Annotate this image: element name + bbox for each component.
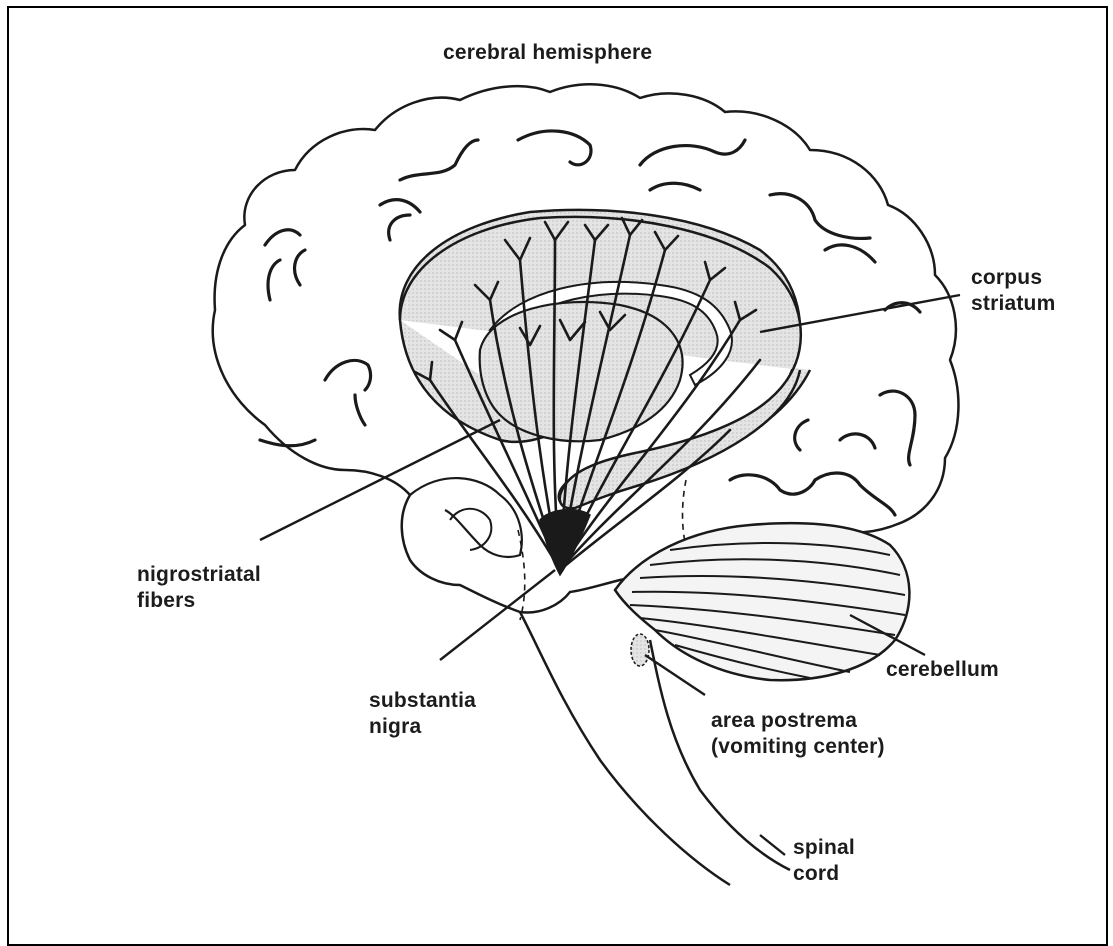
label-cerebellum: cerebellum: [886, 657, 999, 683]
label-nigrostriatal-fibers: nigrostriatal fibers: [137, 562, 261, 614]
label-area-postrema: area postrema (vomiting center): [711, 708, 885, 760]
label-area-postrema-line2: (vomiting center): [711, 734, 885, 760]
label-cerebral-hemisphere: cerebral hemisphere: [443, 40, 652, 66]
label-substantia-nigra: substantia nigra: [369, 688, 476, 740]
label-corpus-striatum-line2: striatum: [971, 291, 1055, 317]
label-corpus-striatum-line1: corpus: [971, 265, 1055, 291]
label-nigrostriatal-line2: fibers: [137, 588, 261, 614]
label-spinal-cord-line1: spinal: [793, 835, 855, 861]
label-nigrostriatal-line1: nigrostriatal: [137, 562, 261, 588]
label-spinal-cord-line2: cord: [793, 861, 855, 887]
label-substantia-nigra-line1: substantia: [369, 688, 476, 714]
label-area-postrema-line1: area postrema: [711, 708, 885, 734]
area-postrema: [631, 634, 649, 666]
label-spinal-cord: spinal cord: [793, 835, 855, 887]
label-substantia-nigra-line2: nigra: [369, 714, 476, 740]
label-corpus-striatum: corpus striatum: [971, 265, 1055, 317]
